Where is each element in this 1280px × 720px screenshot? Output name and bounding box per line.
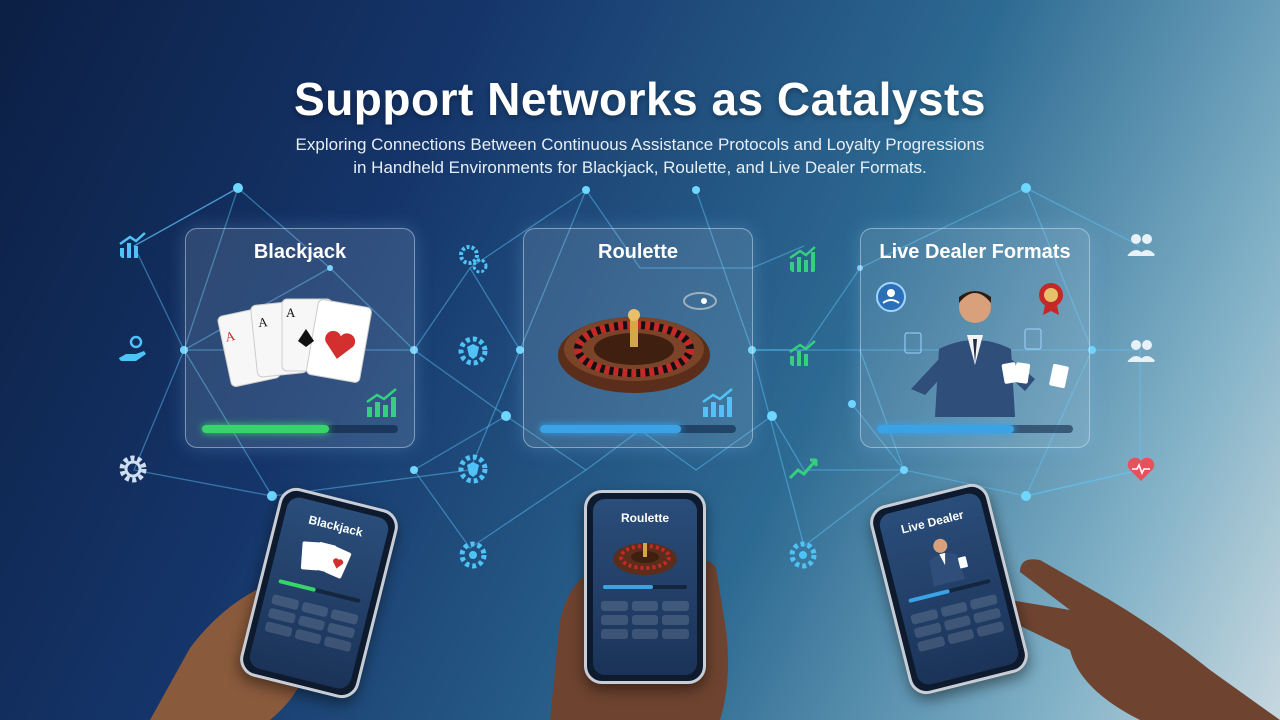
users-icon (1127, 340, 1156, 362)
phone-menu-grid[interactable] (910, 593, 1005, 653)
panel-roulette[interactable]: Roulette (523, 228, 753, 448)
live-dealer-image (929, 538, 968, 587)
phone-progress-fill (908, 589, 950, 604)
svg-text:A: A (286, 305, 296, 320)
growth-arrow-icon (788, 458, 818, 480)
subtitle-line-2: in Handheld Environments for Blackjack, … (353, 158, 927, 177)
playing-cards-image (300, 541, 352, 579)
phone-progress-bar (603, 585, 687, 589)
gears-icon (459, 245, 488, 274)
growth-chart-icon (702, 388, 733, 417)
page-title: Support Networks as Catalysts (294, 73, 986, 125)
growth-chart-icon (366, 388, 397, 417)
progress-bar (877, 425, 1073, 433)
phone-progress-fill (603, 585, 654, 589)
heart-icon (1127, 457, 1155, 481)
phone-title: Blackjack (307, 512, 365, 540)
progress-fill (877, 425, 1015, 433)
gear-icon (459, 541, 487, 569)
phone-blackjack[interactable]: Blackjack (236, 484, 402, 702)
playing-cards-image: A A A (217, 298, 372, 387)
phone-title: Roulette (621, 511, 669, 525)
phone-screen: Roulette (593, 499, 697, 675)
panel-title: Blackjack (253, 241, 347, 263)
phone-roulette[interactable]: Roulette (584, 490, 706, 684)
gear-icon (119, 455, 147, 483)
progress-bar (540, 425, 736, 433)
growth-chart-icon (119, 231, 147, 258)
progress-fill (540, 425, 682, 433)
hand-gear-icon (119, 335, 146, 361)
panel-title: Live Dealer Formats (879, 241, 1071, 263)
panel-blackjack[interactable]: Blackjack A A A (185, 228, 415, 448)
live-dealer-image (876, 282, 1069, 417)
roulette-wheel-image (558, 292, 717, 393)
phone-progress-fill (278, 578, 316, 592)
hand-right-image (1001, 559, 1280, 720)
growth-chart-icon (789, 245, 817, 272)
panel-title: Roulette (598, 241, 678, 263)
svg-text:A: A (257, 314, 269, 330)
panel-live-dealer[interactable]: Live Dealer Formats (860, 228, 1090, 448)
phone-screen: Live Dealer (877, 491, 1021, 687)
phone-live-dealer[interactable]: Live Dealer (866, 480, 1032, 698)
progress-bar (202, 425, 398, 433)
shield-gear-icon (458, 454, 488, 484)
gear-icon (789, 541, 817, 569)
progress-fill (202, 425, 330, 433)
shield-gear-icon (458, 336, 488, 366)
subtitle-line-1: Exploring Connections Between Continuous… (295, 135, 985, 154)
phone-screen: Blackjack (247, 495, 391, 691)
roulette-wheel-image (613, 543, 677, 575)
users-icon (1127, 234, 1156, 256)
growth-chart-icon (789, 339, 817, 366)
phone-menu-grid[interactable] (601, 601, 689, 639)
phone-menu-grid[interactable] (264, 593, 359, 653)
svg-text:A: A (224, 328, 237, 345)
